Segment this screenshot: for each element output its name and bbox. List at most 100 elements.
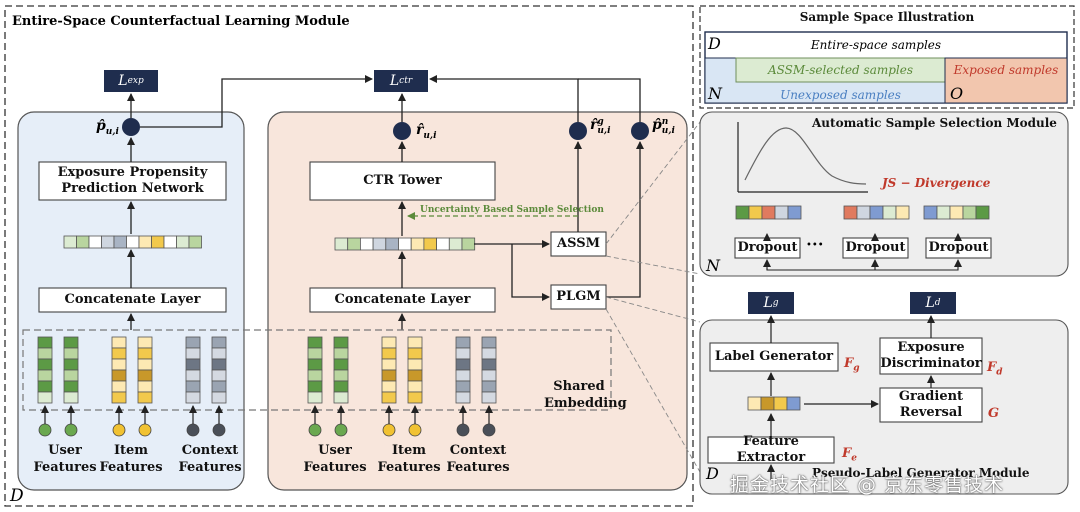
strip-cell: [63, 235, 77, 249]
embedding-cell: [481, 380, 497, 393]
strip-cell: [423, 237, 437, 251]
dropout-strip-cell: [949, 205, 964, 220]
shared-embedding-line2: Embedding: [544, 396, 627, 411]
embedding-cell: [307, 369, 323, 382]
ctr-output-sub: u,i: [423, 130, 437, 141]
plgm-module-d: D: [706, 464, 719, 483]
embedding-cell: [211, 358, 227, 371]
embedding-cell: [333, 358, 349, 371]
unexposed-label: Unexposed samples: [780, 88, 901, 102]
embedding-cell: [137, 380, 153, 393]
embedding-cell: [211, 391, 227, 404]
embedding-cell: [111, 391, 127, 404]
module-title: Entire-Space Counterfactual Learning Mod…: [12, 14, 350, 29]
left-output-p: p̂: [96, 118, 106, 134]
loss-d-symbol: L: [925, 295, 935, 311]
feature-input-dot: [112, 423, 126, 437]
g-output-node: [569, 122, 587, 140]
dropout-strip-cell: [895, 205, 910, 220]
label-generator-box: [709, 342, 839, 372]
embedding-cell: [185, 347, 201, 360]
fg-sub: g: [853, 363, 860, 374]
dropout-strip-cell: [936, 205, 951, 220]
exposed-label: Exposed samples: [953, 63, 1059, 77]
dropout-strip-cell: [923, 205, 938, 220]
embedding-cell: [137, 336, 153, 349]
g-output-sub: u,i: [597, 126, 611, 136]
embedding-cell: [63, 358, 79, 371]
assm-selected-label: ASSM-selected samples: [767, 63, 914, 77]
embedding-cell: [307, 336, 323, 349]
dropout-strip-cell: [761, 205, 776, 220]
embedding-cell: [407, 391, 423, 404]
assm-module-panel: [699, 111, 1069, 277]
sample-space-border: [699, 5, 1075, 109]
embedding-cell: [211, 380, 227, 393]
feature-input-dot: [334, 423, 348, 437]
plgm-strip-cell: [747, 396, 762, 411]
dropout-label-3: Dropout: [928, 240, 989, 255]
embedding-cell: [381, 369, 397, 382]
embedding-cell: [455, 369, 471, 382]
strip-cell: [113, 235, 127, 249]
embedding-cell: [481, 347, 497, 360]
embedding-cell: [37, 391, 53, 404]
embedding-cell: [111, 380, 127, 393]
dropout-strip-cell: [843, 205, 858, 220]
loss-exp-symbol: L: [118, 73, 128, 89]
gradient-reversal-label: Gradient Reversal: [898, 389, 964, 420]
exposed-area: [944, 57, 1068, 104]
sample-space-d: D: [708, 34, 721, 53]
embedding-cell: [37, 369, 53, 382]
dropout-strip-cell: [774, 205, 789, 220]
left-output-node: [122, 118, 140, 136]
embedding-cell: [185, 380, 201, 393]
strip-cell: [347, 237, 361, 251]
embedding-cell: [137, 358, 153, 371]
feature-input-dot: [308, 423, 322, 437]
strip-cell: [138, 235, 152, 249]
label-generator-label: Label Generator: [714, 349, 834, 364]
embedding-cell: [211, 336, 227, 349]
left-concat-box: [38, 287, 227, 313]
dropout-strip-cell: [748, 205, 763, 220]
embedding-cell: [63, 391, 79, 404]
mid-item-l2: Features: [377, 460, 441, 475]
n-output-sup: n: [661, 117, 669, 127]
embedding-cell: [407, 358, 423, 371]
strip-cell: [88, 235, 102, 249]
middle-concat-label: Concatenate Layer: [334, 292, 471, 307]
embedding-cell: [455, 347, 471, 360]
embedding-cell: [37, 358, 53, 371]
ctr-tower-box: [309, 161, 496, 201]
loss-ctr-symbol: L: [389, 73, 400, 89]
left-user-l2: Features: [33, 460, 97, 475]
watermark-text: 掘金技术社区 @ 京东零售技术: [730, 474, 1005, 496]
shared-embedding-line1: Shared: [553, 379, 605, 394]
dropout-strip-cell: [962, 205, 977, 220]
strip-cell: [188, 235, 202, 249]
embedding-cell: [381, 391, 397, 404]
fg-symbol: Fg: [844, 356, 860, 374]
embedding-cell: [333, 336, 349, 349]
loss-ctr-sub: ctr: [399, 76, 413, 86]
dropout-strip-cell: [975, 205, 990, 220]
dropout-strip-cell: [882, 205, 897, 220]
dropout-strip-cell: [735, 205, 750, 220]
embedding-cell: [307, 391, 323, 404]
shared-embedding-label: Shared Embedding: [544, 378, 627, 412]
ctr-output-node: [393, 122, 411, 140]
embedding-cell: [307, 380, 323, 393]
feature-input-dot: [64, 423, 78, 437]
feature-input-dot: [408, 423, 422, 437]
assm-selected-area: [735, 57, 946, 83]
fd-symbol: Fd: [987, 360, 1003, 378]
loss-g-symbol: L: [763, 295, 773, 311]
plgm-strip-cell: [773, 396, 788, 411]
ctr-output-symbol: r̂u,i: [416, 122, 437, 141]
embedding-cell: [381, 358, 397, 371]
